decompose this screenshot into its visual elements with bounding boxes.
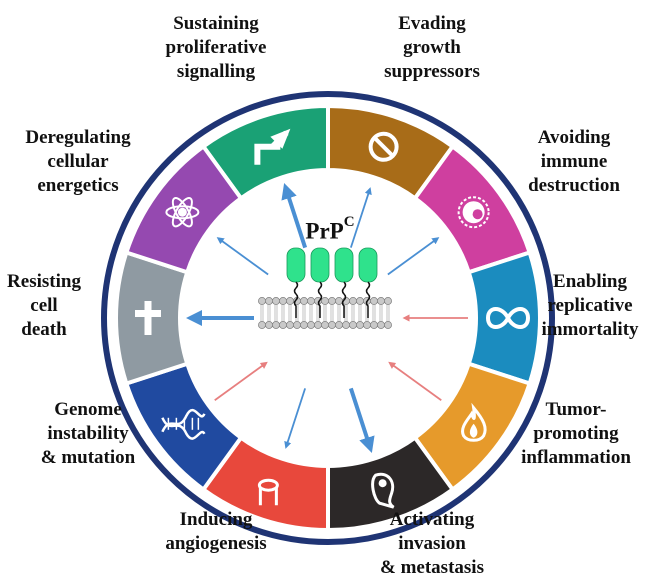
cross-icon	[135, 301, 161, 335]
cell-membrane	[258, 297, 392, 329]
deregulating-cellular-energetics-arrow	[216, 237, 269, 276]
prpc-protein	[358, 247, 378, 283]
infinity-icon	[485, 307, 531, 329]
migrating-cell-icon	[371, 472, 395, 509]
prpc-protein	[286, 247, 306, 283]
prpc-protein	[310, 247, 330, 283]
blood-vessel-icon	[257, 478, 279, 506]
hallmarks-ring	[101, 91, 555, 545]
flame-icon	[461, 402, 487, 442]
bent-arrow-icon	[254, 128, 291, 165]
resisting-cell-death-segment	[114, 249, 190, 387]
arrow-group	[186, 182, 468, 454]
prpc-label: PrPC	[305, 214, 355, 244]
tumor-promoting-inflammation-arrow	[388, 361, 442, 402]
inducing-angiogenesis-arrow	[284, 388, 306, 449]
atom-icon	[165, 197, 200, 228]
evading-growth-suppressors-arrow	[350, 187, 372, 248]
sustaining-proliferative-signalling-arrow	[281, 182, 308, 249]
prohibition-icon	[368, 131, 399, 162]
prpc-protein	[334, 247, 354, 283]
activating-invasion-metastasis-arrow	[348, 387, 375, 454]
dna-helix-icon	[161, 408, 206, 440]
genome-instability-mutation-arrow	[214, 361, 268, 402]
immune-cell-icon	[457, 196, 490, 229]
avoiding-immune-destruction-arrow	[387, 237, 440, 276]
prion-protein-group	[286, 247, 378, 318]
